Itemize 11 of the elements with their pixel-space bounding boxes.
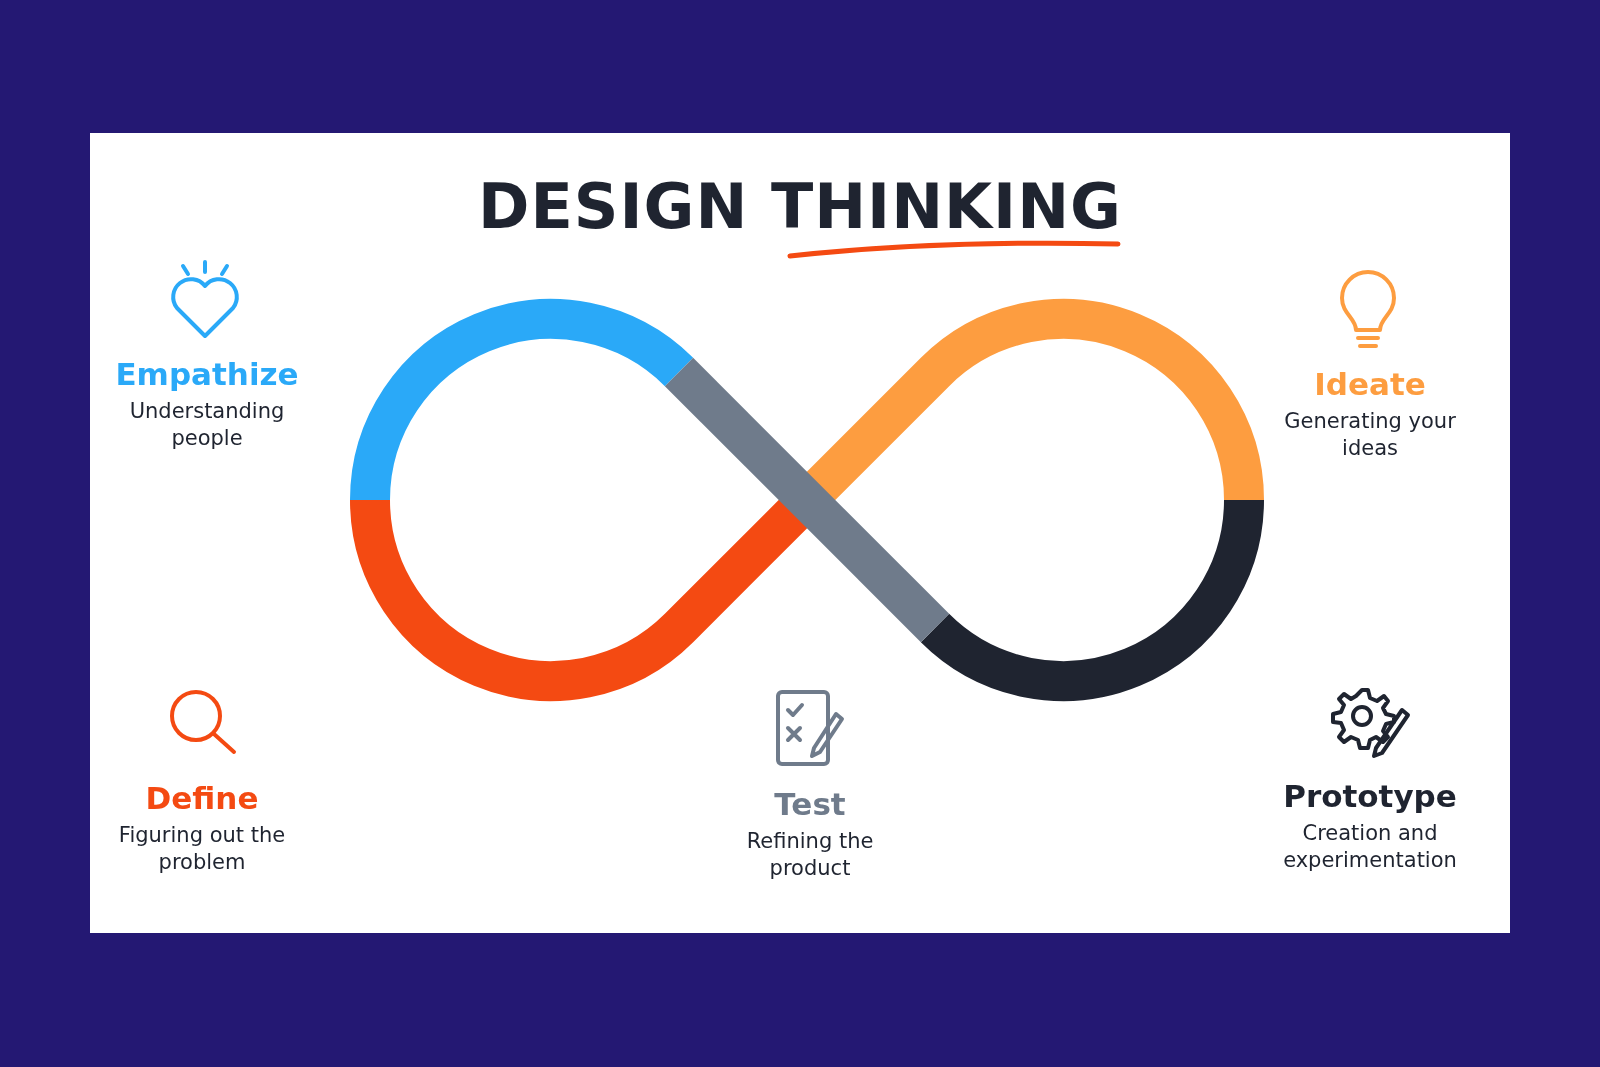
stage-heading: Ideate	[1314, 366, 1426, 402]
stage-description: Refining the product	[745, 828, 875, 882]
title: DESIGN THINKING	[477, 170, 1123, 243]
stage-description: Figuring out the problem	[117, 822, 287, 876]
stage-heading: Define	[145, 780, 259, 816]
stage-description: Understanding people	[128, 398, 286, 452]
stage-description: Creation and experimentation	[1282, 820, 1458, 874]
stage-heading: Test	[774, 786, 846, 822]
stage-heading: Prototype	[1283, 778, 1457, 814]
stage-description: Generating your ideas	[1283, 408, 1457, 462]
stage-heading: Empathize	[115, 356, 299, 392]
